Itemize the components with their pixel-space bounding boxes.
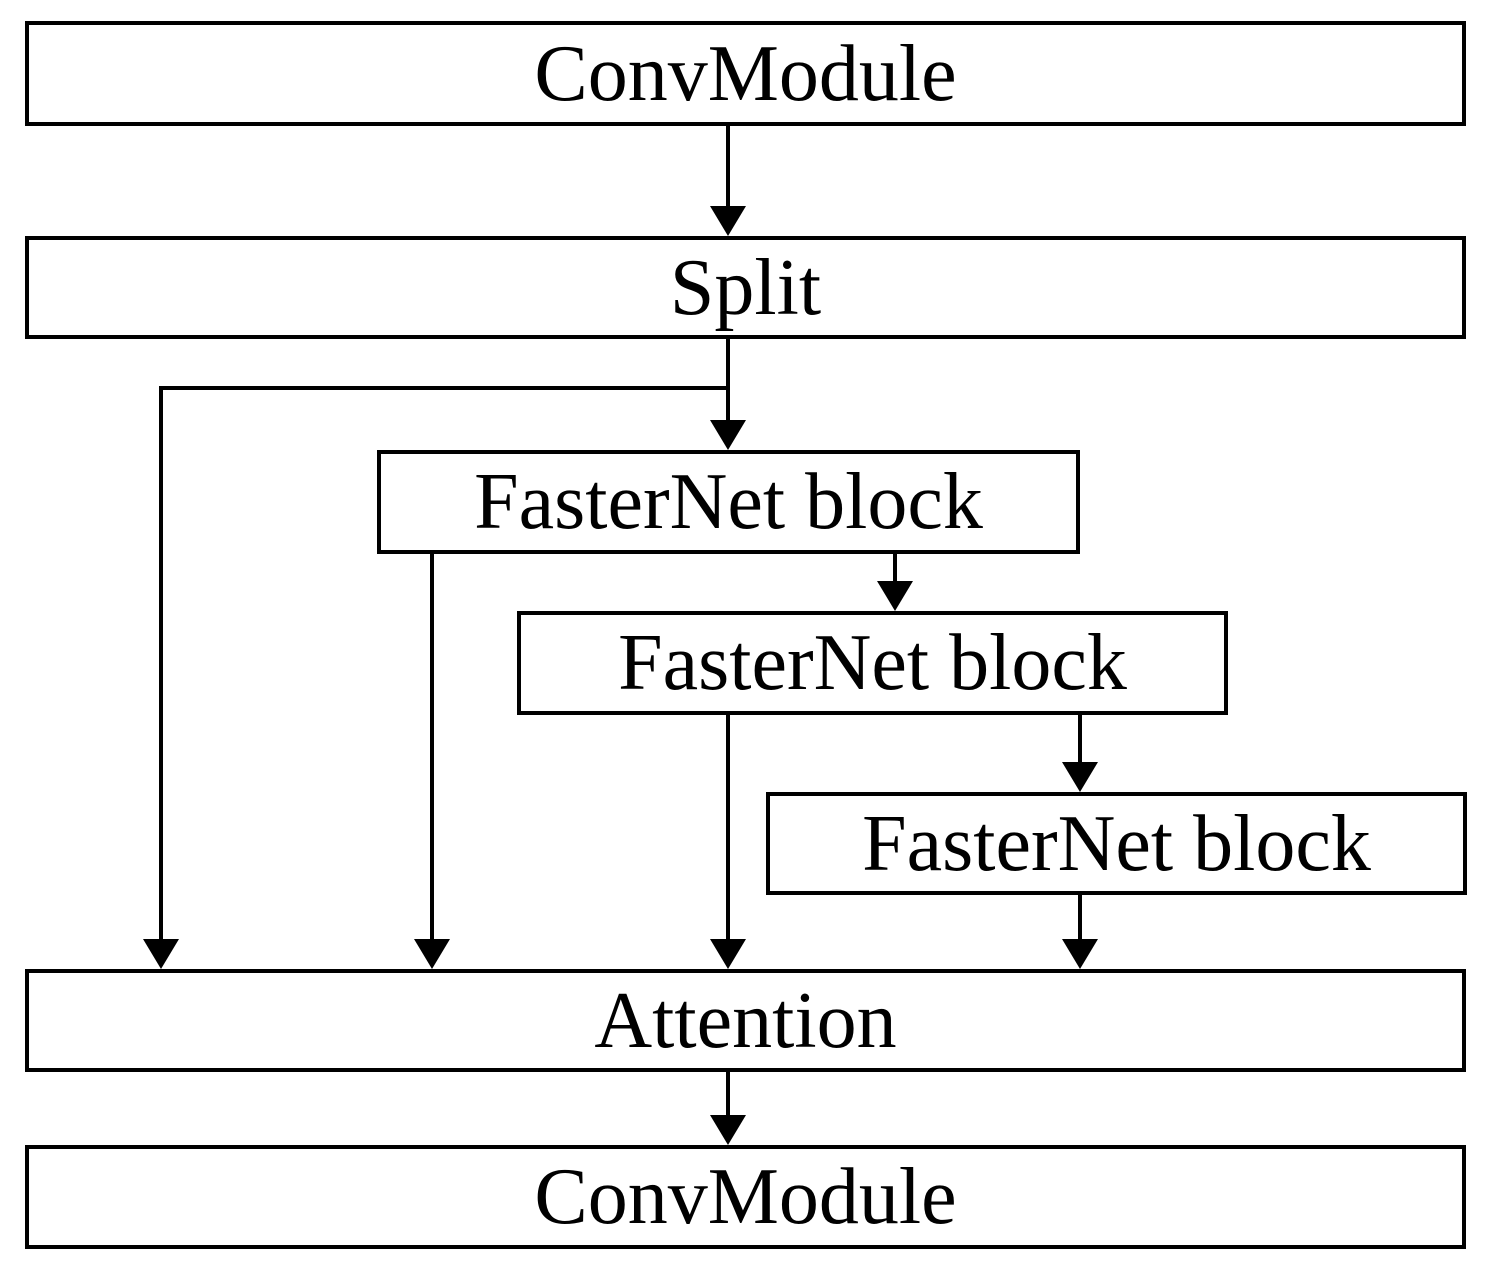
node-convmodule-bottom: ConvModule (25, 1145, 1466, 1249)
edge-attention-to-convmodule-arrowhead-icon (710, 1115, 746, 1145)
edge-fasternet2-to-fasternet3-arrowhead-icon (1062, 762, 1098, 792)
edge-fasternet1-to-fasternet2-arrowhead-icon (877, 581, 913, 611)
edge-fasternet3-to-attention-arrowhead-icon (1062, 939, 1098, 969)
node-convmodule-bottom-label: ConvModule (534, 1153, 957, 1241)
node-fasternet-block-3-label: FasterNet block (862, 799, 1371, 888)
edge-fasternet2-to-attention-arrowhead-icon (710, 939, 746, 969)
edge-convmodule-to-split-line (726, 125, 730, 208)
node-fasternet-block-2-label: FasterNet block (618, 619, 1127, 707)
edge-fasternet2-to-fasternet3-line (1078, 715, 1082, 764)
node-fasternet-block-2: FasterNet block (517, 611, 1228, 715)
edge-split-to-attention-arrowhead-icon (143, 939, 179, 969)
node-fasternet-block-3: FasterNet block (766, 792, 1467, 895)
edge-fasternet3-to-attention-line (1078, 895, 1082, 941)
edge-split-to-attention-vertical-line (159, 386, 163, 941)
node-split: Split (25, 236, 1466, 339)
edge-fasternet1-to-attention-arrowhead-icon (414, 939, 450, 969)
edge-split-to-fasternet1-line (726, 339, 730, 422)
node-convmodule-top: ConvModule (25, 21, 1466, 126)
node-fasternet-block-1: FasterNet block (377, 450, 1080, 554)
node-convmodule-top-label: ConvModule (534, 29, 957, 118)
edge-fasternet1-to-fasternet2-line (893, 554, 897, 583)
edge-convmodule-to-split-arrowhead-icon (710, 206, 746, 236)
node-split-label: Split (669, 243, 822, 332)
edge-fasternet1-to-attention-line (430, 554, 434, 941)
node-fasternet-block-1-label: FasterNet block (474, 458, 983, 546)
edge-fasternet2-to-attention-line (726, 715, 730, 941)
edge-attention-to-convmodule-line (726, 1072, 730, 1117)
edge-split-to-attention-horizontal-line (159, 386, 730, 390)
node-attention-label: Attention (594, 976, 897, 1065)
node-attention: Attention (25, 969, 1466, 1072)
edge-split-to-fasternet1-arrowhead-icon (710, 420, 746, 450)
